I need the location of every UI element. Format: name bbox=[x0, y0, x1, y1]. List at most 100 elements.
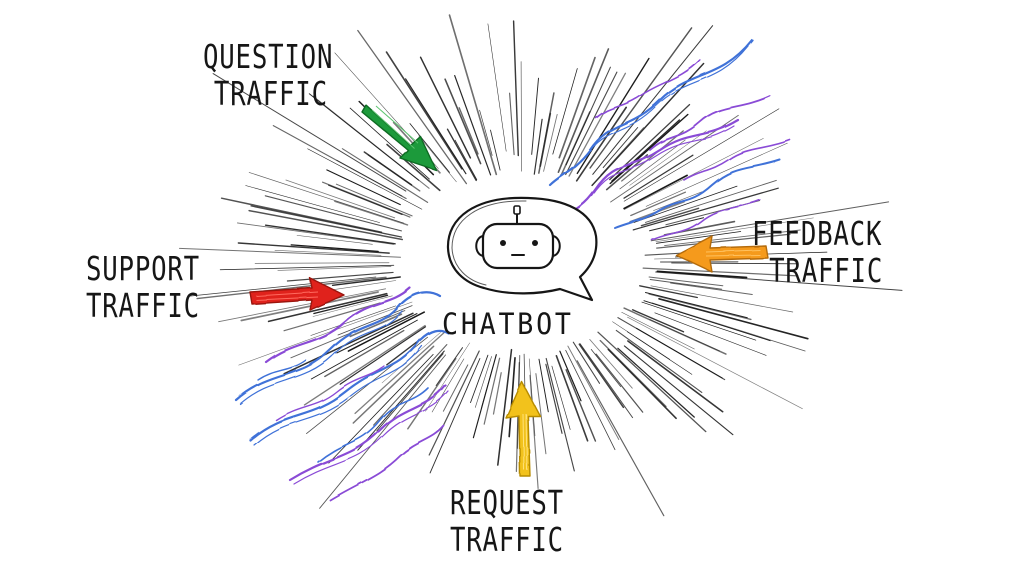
starburst-ray bbox=[283, 312, 414, 375]
support-traffic-arrow bbox=[249, 277, 345, 311]
starburst-ray bbox=[579, 343, 634, 419]
starburst-ray bbox=[286, 271, 394, 282]
starburst-ray bbox=[559, 350, 582, 402]
starburst-ray bbox=[609, 113, 689, 185]
request-label-line-2: TRAFFIC bbox=[450, 520, 564, 559]
support-traffic-label: SUPPORT TRAFFIC bbox=[86, 250, 200, 324]
starburst-ray bbox=[642, 267, 799, 277]
starburst-ray bbox=[615, 329, 703, 393]
starburst-ray bbox=[630, 191, 687, 217]
starburst-ray bbox=[431, 358, 465, 413]
feedback-label-line-1: FEEDBACK bbox=[752, 214, 883, 253]
starburst-ray bbox=[334, 200, 409, 226]
starburst-ray bbox=[650, 201, 890, 242]
starburst-ray bbox=[600, 127, 644, 176]
feedback-traffic-label: FEEDBACK TRAFFIC bbox=[752, 215, 883, 289]
starburst-ray bbox=[179, 247, 401, 258]
starburst-ray bbox=[354, 329, 448, 415]
starburst-ray bbox=[535, 373, 547, 455]
starburst-ray bbox=[565, 369, 597, 442]
starburst-ray bbox=[645, 142, 788, 207]
starburst-ray bbox=[490, 129, 501, 171]
starburst-ray bbox=[560, 111, 591, 177]
starburst-ray bbox=[470, 354, 489, 404]
starburst-ray bbox=[664, 229, 801, 247]
traffic-streams-lower-left bbox=[234, 286, 450, 501]
starburst-ray bbox=[609, 103, 691, 181]
starburst-ray bbox=[612, 321, 671, 360]
starburst-ray bbox=[425, 342, 470, 412]
starburst-ray bbox=[308, 93, 420, 181]
starburst-ray bbox=[237, 242, 390, 254]
starburst-ray bbox=[565, 71, 618, 176]
starburst-ray bbox=[264, 195, 402, 232]
starburst-ray bbox=[336, 313, 418, 354]
starburst-ray bbox=[623, 108, 780, 202]
starburst-ray bbox=[539, 112, 552, 167]
starburst-ray bbox=[419, 56, 472, 159]
starburst-ray bbox=[670, 282, 753, 296]
starburst-ray bbox=[623, 174, 688, 210]
starburst-ray bbox=[312, 295, 393, 317]
starburst-ray bbox=[277, 266, 392, 271]
request-label-line-1: REQUEST bbox=[450, 483, 564, 522]
starburst-ray bbox=[627, 316, 803, 410]
starburst-ray bbox=[576, 360, 665, 517]
starburst-ray bbox=[538, 358, 549, 413]
starburst-ray bbox=[212, 73, 407, 192]
starburst-ray bbox=[531, 77, 539, 155]
feedback-traffic-arrow bbox=[675, 235, 769, 273]
feedback-label-line-2: TRAFFIC bbox=[769, 251, 884, 290]
starburst-ray bbox=[649, 279, 723, 290]
starburst-ray bbox=[575, 106, 628, 182]
starburst-ray bbox=[196, 276, 387, 300]
starburst-ray bbox=[602, 127, 639, 169]
request-traffic-arrow bbox=[505, 381, 541, 477]
starburst-ray bbox=[623, 138, 764, 210]
starburst-ray bbox=[487, 23, 507, 152]
starburst-ray bbox=[619, 139, 686, 190]
starburst-ray bbox=[326, 169, 401, 206]
starburst-ray bbox=[483, 357, 501, 425]
starburst-ray bbox=[597, 331, 707, 433]
starburst-ray bbox=[336, 159, 403, 197]
starburst-ray bbox=[373, 344, 448, 426]
starburst-ray bbox=[633, 185, 738, 223]
starburst-ray bbox=[248, 172, 405, 224]
starburst-ray bbox=[254, 262, 390, 264]
starburst-ray bbox=[648, 293, 752, 321]
starburst-ray bbox=[520, 61, 522, 172]
starburst-ray bbox=[313, 294, 389, 315]
starburst-ray bbox=[632, 187, 779, 231]
starburst-ray bbox=[641, 301, 757, 341]
starburst-ray bbox=[385, 51, 463, 170]
starburst-ray bbox=[407, 357, 457, 430]
starburst-ray bbox=[458, 107, 479, 155]
starburst-ray bbox=[218, 288, 387, 323]
starburst-ray bbox=[572, 341, 601, 384]
starburst-ray bbox=[349, 107, 430, 180]
starburst-ray bbox=[454, 74, 492, 176]
starburst-ray bbox=[324, 329, 405, 378]
starburst-ray bbox=[545, 357, 575, 472]
starburst-ray bbox=[409, 123, 450, 173]
starburst-ray bbox=[649, 217, 705, 232]
starburst-ray bbox=[631, 309, 685, 333]
starburst-ray bbox=[274, 249, 382, 256]
starburst-ray bbox=[529, 374, 539, 489]
starburst-ray bbox=[219, 264, 395, 271]
starburst-ray bbox=[591, 62, 705, 187]
starburst-ray bbox=[386, 143, 441, 192]
starburst-ray bbox=[589, 339, 633, 389]
starburst-ray bbox=[656, 233, 791, 249]
starburst-ray bbox=[512, 20, 520, 157]
starburst-ray bbox=[655, 231, 742, 244]
starburst-ray bbox=[418, 135, 457, 183]
starburst-rays bbox=[179, 14, 903, 517]
starburst-ray bbox=[578, 343, 625, 409]
starburst-ray bbox=[509, 92, 515, 156]
starburst-ray bbox=[576, 57, 650, 175]
starburst-ray bbox=[349, 313, 403, 338]
